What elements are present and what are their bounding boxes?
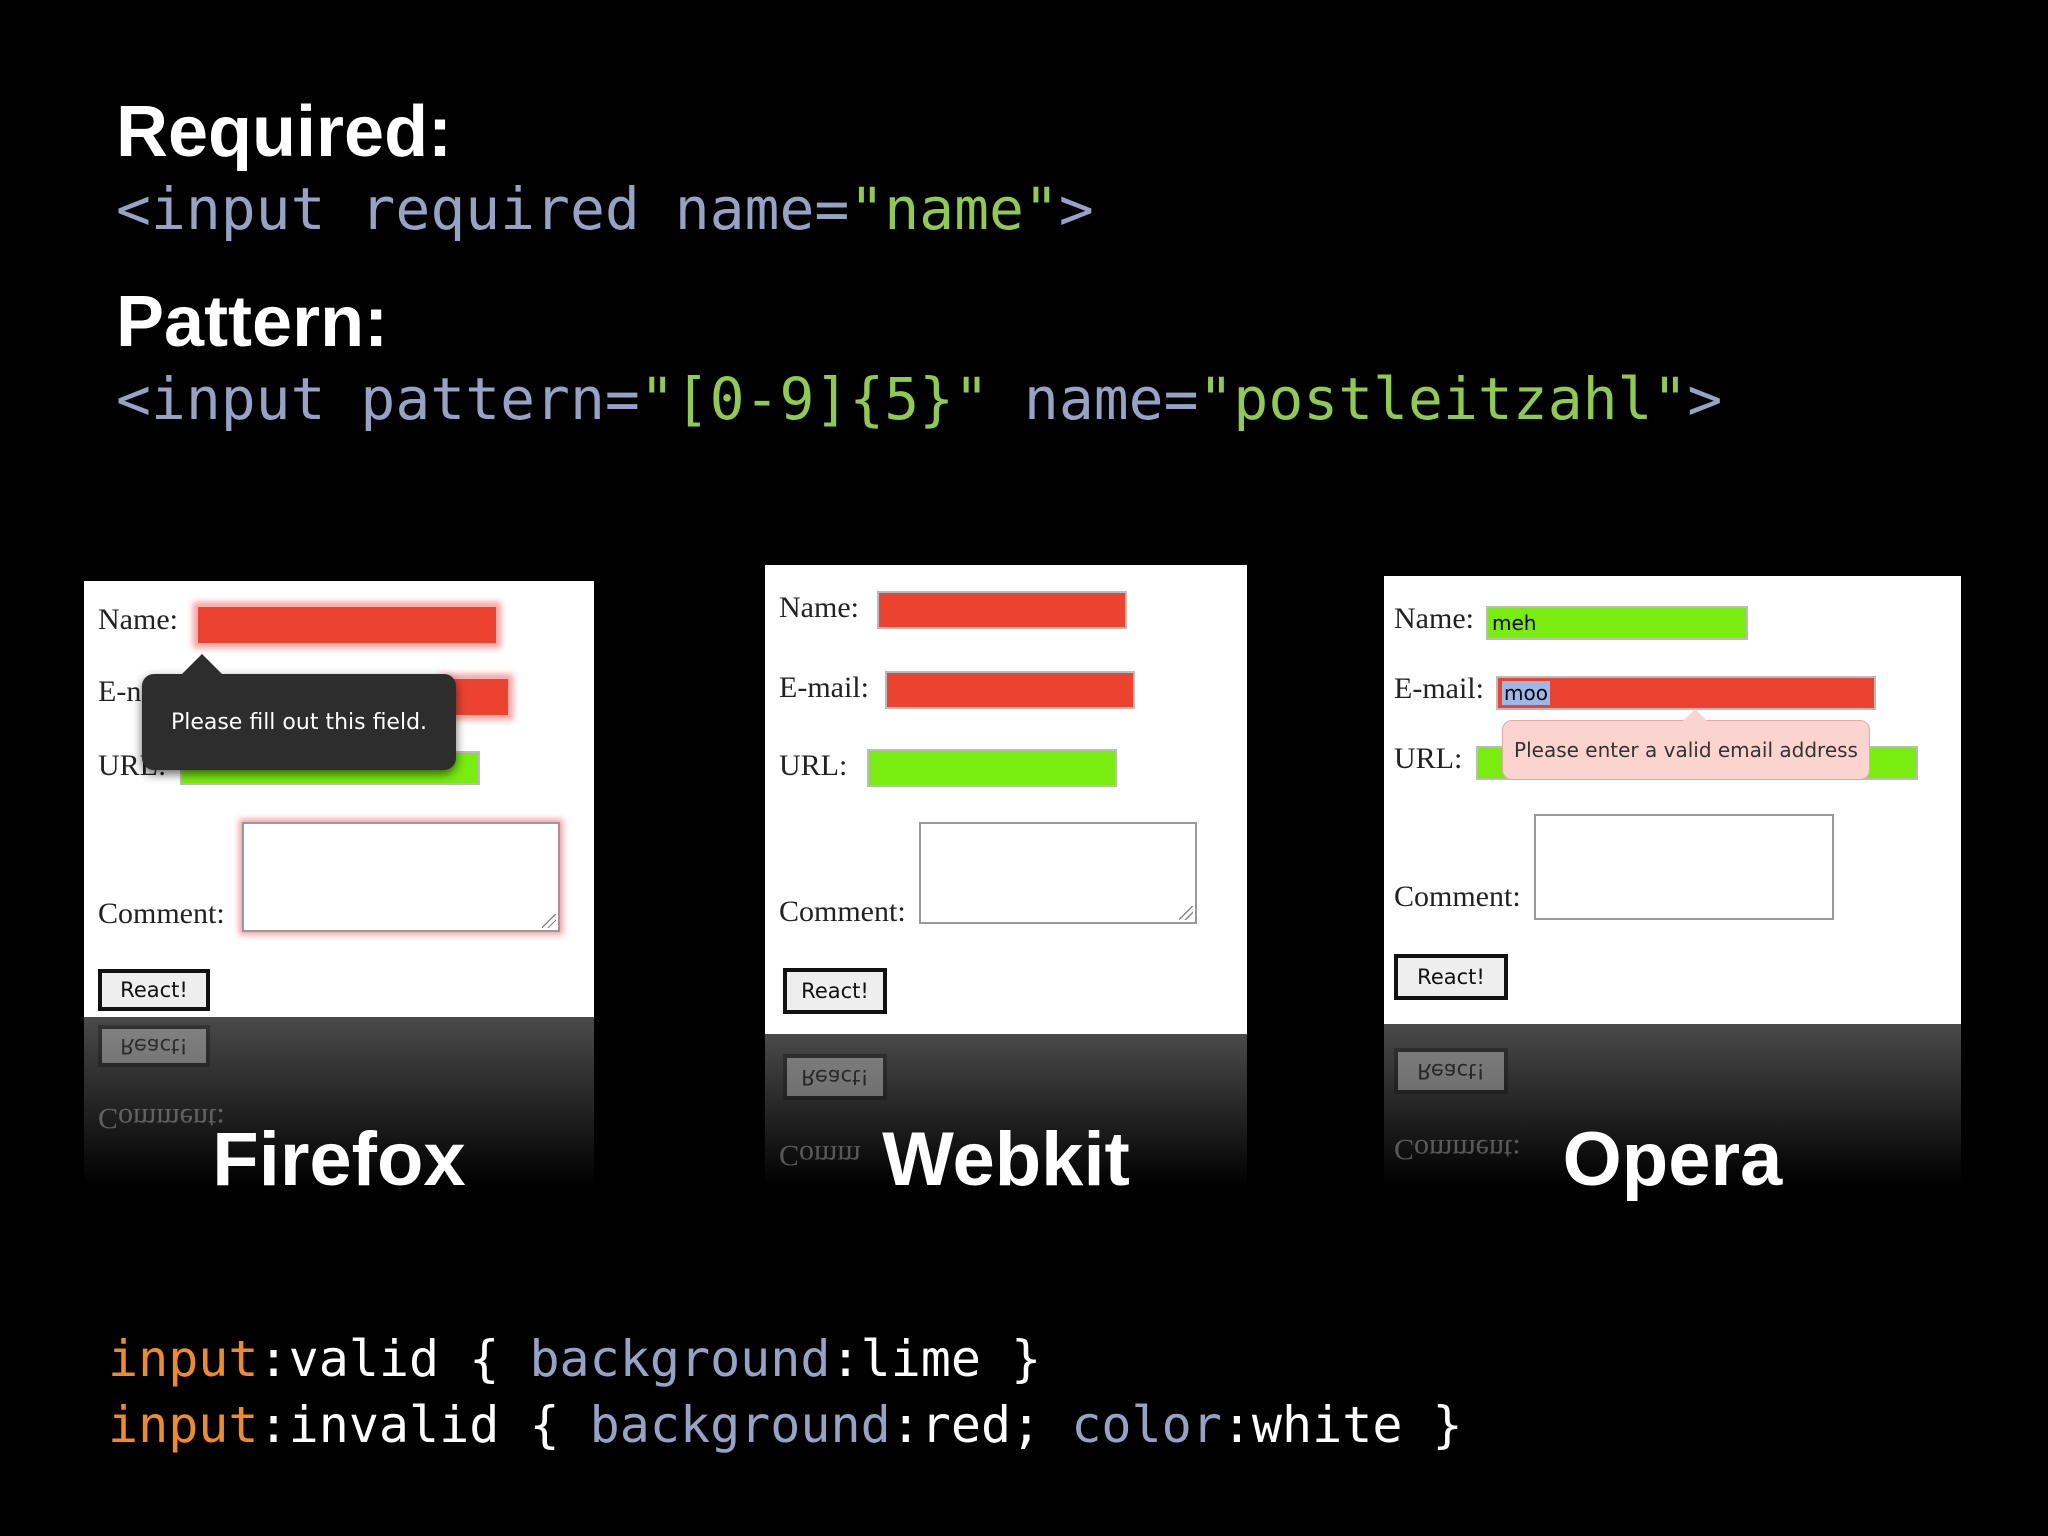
comment-textarea[interactable] (242, 822, 560, 932)
name-label: Name: (98, 603, 178, 636)
css-property: color (1071, 1396, 1222, 1454)
tooltip-text: Please fill out this field. (170, 709, 428, 735)
code-text: name= (989, 365, 1199, 433)
webkit-reflection: React! Comm (765, 1034, 1247, 1205)
firefox-screenshot: Name: E-n URL: Comment: React! Please fi… (84, 581, 594, 1017)
comment-label: Comment: (98, 897, 225, 930)
resize-grip-icon[interactable] (1179, 906, 1193, 920)
comment-textarea[interactable] (1534, 814, 1834, 920)
code-string: "[0-9]{5}" (639, 365, 989, 433)
reflected-react-button: React! (783, 1054, 887, 1100)
tooltip-arrow-icon (1683, 709, 1707, 721)
code-text: > (1058, 175, 1094, 243)
email-label: E-mail: (779, 671, 869, 704)
required-code: <input required name="name"> (116, 180, 1094, 238)
css-property: background (529, 1330, 831, 1388)
react-button[interactable]: React! (98, 969, 210, 1011)
name-label: Name: (779, 591, 859, 624)
code-text: <input pattern= (116, 365, 640, 433)
css-pseudo: :valid { (258, 1330, 530, 1388)
opera-reflection: React! Comment: (1384, 1024, 1961, 1205)
email-input[interactable]: moo (1496, 676, 1876, 710)
email-value: moo (1502, 681, 1550, 705)
css-value: :white } (1221, 1396, 1463, 1454)
react-button[interactable]: React! (1394, 954, 1508, 1000)
code-string: "postleitzahl" (1198, 365, 1688, 433)
email-label: E-n (98, 675, 142, 708)
name-input[interactable] (877, 591, 1127, 629)
css-invalid-rule: input:invalid { background:red; color:wh… (108, 1400, 1463, 1450)
webkit-screenshot: Name: E-mail: URL: Comment: React! (765, 565, 1247, 1034)
comment-textarea[interactable] (919, 822, 1197, 924)
firefox-validation-tooltip: Please fill out this field. (142, 654, 456, 770)
name-value: meh (1492, 611, 1537, 635)
reflected-react-button: React! (1394, 1048, 1508, 1094)
comment-label: Comment: (1394, 880, 1521, 913)
css-value: :lime } (830, 1330, 1042, 1388)
pattern-code: <input pattern="[0-9]{5}" name="postleit… (116, 370, 1722, 428)
url-label: URL: (779, 749, 848, 782)
name-label: Name: (1394, 602, 1474, 635)
comment-label: Comment: (779, 895, 906, 928)
url-label: URL: (1394, 742, 1463, 775)
reflected-react-button: React! (98, 1025, 210, 1067)
css-valid-rule: input:valid { background:lime } (108, 1334, 1041, 1384)
webkit-caption: Webkit (882, 1117, 1130, 1202)
css-property: background (589, 1396, 891, 1454)
opera-validation-tooltip: Please enter a valid email address (1502, 709, 1870, 780)
url-input[interactable] (867, 749, 1117, 787)
name-input[interactable]: meh (1486, 606, 1748, 640)
opera-caption: Opera (1562, 1117, 1783, 1202)
code-text: <input required name= (116, 175, 850, 243)
firefox-caption: Firefox (212, 1117, 466, 1202)
pattern-heading: Pattern: (116, 282, 389, 362)
email-label: E-mail: (1394, 672, 1484, 705)
css-selector-tag: input (108, 1396, 259, 1454)
required-heading: Required: (116, 92, 453, 172)
css-pseudo: :invalid { (258, 1396, 590, 1454)
tooltip-arrow-icon (180, 654, 224, 676)
email-input[interactable] (885, 671, 1135, 709)
css-value: :red; (890, 1396, 1072, 1454)
react-button[interactable]: React! (783, 968, 887, 1014)
opera-screenshot: Name: meh E-mail: moo URL: Comment: Reac… (1384, 576, 1961, 1024)
css-selector-tag: input (108, 1330, 259, 1388)
resize-grip-icon[interactable] (542, 914, 556, 928)
code-text: > (1687, 365, 1723, 433)
name-input[interactable] (196, 605, 498, 645)
tooltip-text: Please enter a valid email address (1514, 738, 1858, 762)
firefox-reflection: React! Comment: (84, 1017, 594, 1205)
code-string: "name" (849, 175, 1059, 243)
